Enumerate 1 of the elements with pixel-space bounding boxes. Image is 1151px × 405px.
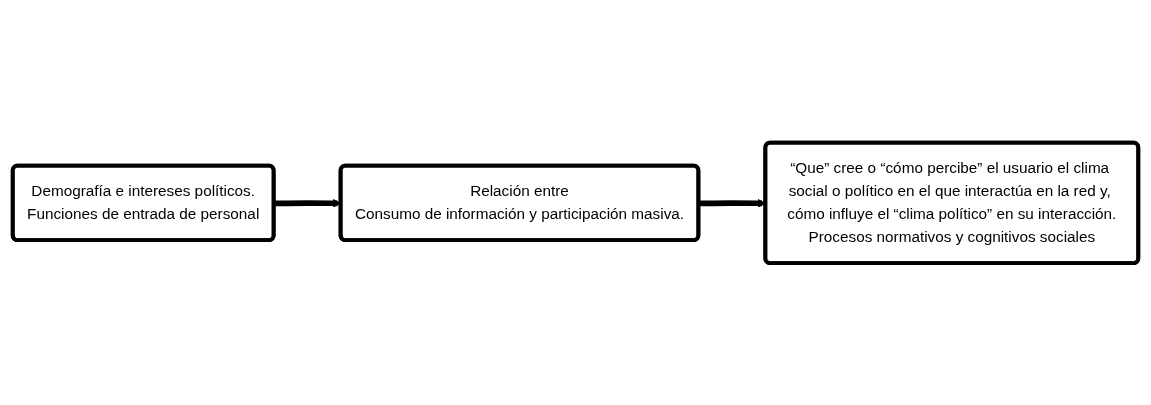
arrow xyxy=(274,198,342,208)
